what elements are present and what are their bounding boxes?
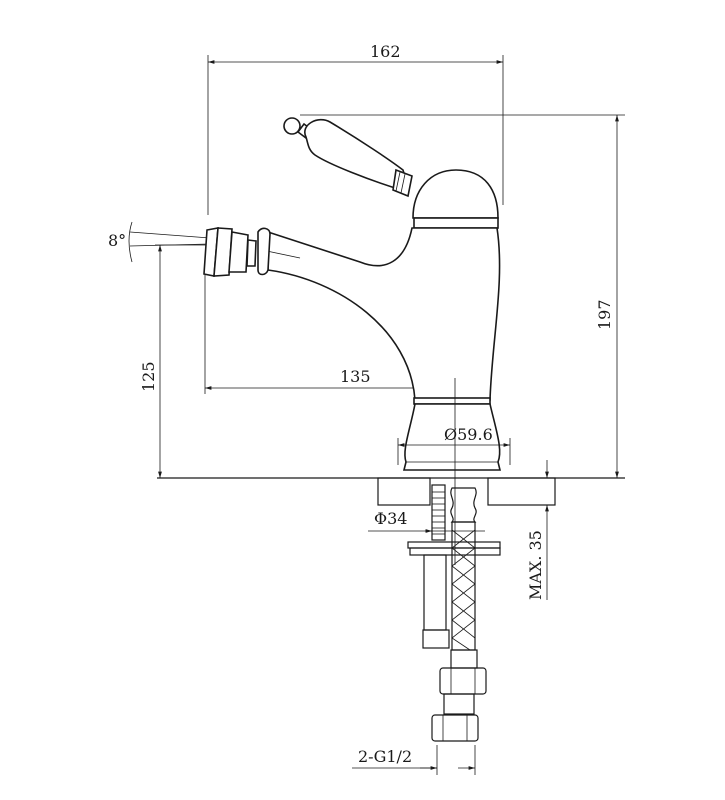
label-162: 162 xyxy=(370,42,401,61)
spout-nozzle xyxy=(203,227,271,277)
dimension-hole-diameter: Φ34 xyxy=(368,509,485,533)
label-inlet-thread: 2-G1/2 xyxy=(358,747,412,766)
dimension-inlet-thread: 2-G1/2 xyxy=(352,745,476,775)
label-125: 125 xyxy=(139,361,158,392)
label-hole-diameter: Φ34 xyxy=(374,509,407,528)
countertop xyxy=(157,477,625,506)
dimension-max-thickness: MAX. 35 xyxy=(526,460,555,600)
dimension-overall-width: 162 xyxy=(207,42,504,215)
lever-handle xyxy=(283,117,413,198)
dimension-base-diameter: Ø59.6 xyxy=(397,425,511,465)
label-197: 197 xyxy=(595,299,614,330)
dimension-overall-height: 197 xyxy=(300,114,625,478)
label-max-35: MAX. 35 xyxy=(526,530,545,600)
label-135: 135 xyxy=(340,367,371,386)
dimension-spout-height: 125 xyxy=(139,244,215,478)
mounting-hardware xyxy=(407,484,501,649)
label-8-deg: 8° xyxy=(108,231,126,250)
label-base-diameter: Ø59.6 xyxy=(444,425,493,444)
braided-hose xyxy=(431,521,487,742)
dimension-spout-angle: 8° xyxy=(108,221,211,263)
dimension-spout-reach: 135 xyxy=(204,275,455,394)
handle-dome xyxy=(412,169,499,229)
faucet-body xyxy=(261,227,502,471)
